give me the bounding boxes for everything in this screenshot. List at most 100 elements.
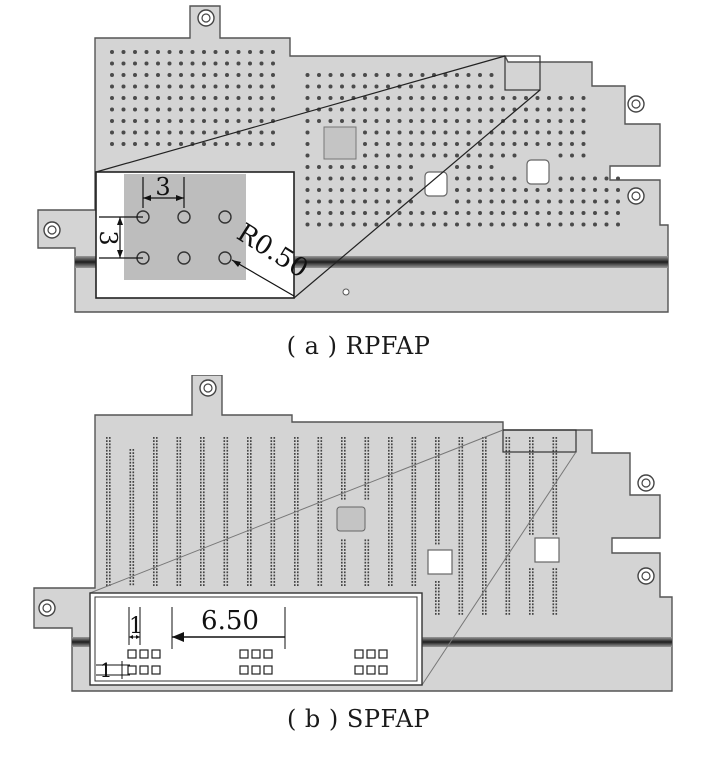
slot-perforation: [532, 590, 534, 593]
slot-perforation: [461, 462, 464, 465]
slot-perforation: [200, 568, 202, 570]
slot-perforation: [320, 558, 323, 561]
slot-perforation: [552, 533, 555, 535]
perforation-hole: [535, 142, 540, 146]
slot-perforation: [344, 584, 346, 586]
slot-perforation: [482, 609, 484, 612]
slot-perforation: [552, 600, 555, 602]
slot-perforation: [461, 587, 464, 590]
slot-perforation: [391, 437, 393, 439]
slot-perforation: [344, 475, 346, 478]
slot-perforation: [270, 552, 273, 554]
slot-perforation: [179, 475, 182, 478]
perforation-hole: [259, 50, 264, 54]
slot-perforation: [129, 564, 132, 566]
slot-perforation: [273, 533, 276, 535]
slot-perforation: [129, 577, 132, 579]
slot-perforation: [438, 510, 440, 513]
perforation-hole: [501, 188, 505, 192]
dim-label-slot-height: 1: [100, 658, 113, 682]
slot-perforation: [482, 545, 484, 548]
slot-perforation: [435, 475, 437, 478]
slot-perforation: [294, 581, 296, 583]
slot-perforation: [411, 526, 414, 529]
slot-perforation: [414, 485, 417, 487]
perforation-hole: [271, 96, 275, 100]
slot-perforation: [226, 449, 229, 452]
slot-perforation: [179, 571, 182, 574]
slot-perforation: [458, 469, 461, 471]
slot-perforation: [132, 513, 135, 515]
slot-perforation: [485, 472, 487, 474]
perforation-hole: [340, 211, 344, 215]
slot-perforation: [320, 465, 323, 468]
slot-perforation: [179, 462, 182, 465]
slot-perforation: [461, 488, 464, 490]
slot-perforation: [367, 581, 370, 583]
slot-perforation: [247, 488, 249, 490]
slot-perforation: [552, 571, 555, 574]
slot-perforation: [388, 504, 390, 506]
perforation-hole: [305, 153, 310, 158]
slot-perforation: [435, 453, 437, 455]
slot-perforation: [294, 577, 296, 580]
slot-perforation: [508, 574, 511, 577]
slot-perforation: [414, 501, 417, 503]
perforation-hole: [305, 199, 310, 204]
slot-perforation: [458, 510, 461, 513]
slot-perforation: [106, 510, 108, 513]
slot-perforation: [341, 549, 343, 551]
slot-perforation: [414, 513, 417, 516]
slot-perforation: [250, 443, 252, 446]
slot-perforation: [485, 577, 487, 580]
perforation-hole: [305, 188, 310, 192]
perforation-hole: [179, 142, 183, 146]
slot-perforation: [552, 456, 555, 458]
perforation-hole: [317, 188, 321, 192]
slot-perforation: [250, 475, 252, 478]
slot-perforation: [341, 497, 343, 500]
slot-perforation: [106, 555, 108, 558]
dim-label-pitch-y: 3: [94, 230, 122, 245]
slot-perforation: [344, 437, 346, 439]
slot-perforation: [391, 545, 393, 548]
slot-perforation: [552, 523, 555, 526]
perforation-hole: [432, 222, 436, 227]
slot-perforation: [250, 497, 252, 500]
slot-perforation: [388, 574, 390, 577]
slot-perforation: [297, 507, 299, 510]
slot-perforation: [247, 510, 249, 513]
slot-perforation: [505, 507, 508, 510]
slot-perforation: [317, 561, 320, 564]
slot-perforation: [391, 456, 393, 458]
perforation-hole: [167, 119, 172, 123]
slot-perforation: [435, 488, 437, 490]
slot-perforation: [505, 491, 508, 494]
slot-perforation: [458, 485, 461, 487]
perforation-hole: [570, 96, 574, 100]
slot-perforation: [179, 472, 182, 474]
slot-perforation: [555, 523, 558, 526]
slot-perforation: [250, 568, 252, 570]
slot-perforation: [461, 523, 464, 526]
slot-perforation: [414, 481, 417, 484]
slot-perforation: [411, 469, 414, 471]
slot-perforation: [132, 471, 135, 474]
slot-perforation: [153, 437, 155, 439]
slot-perforation: [132, 535, 135, 538]
slot-perforation: [482, 526, 484, 529]
slot-perforation: [482, 552, 484, 554]
slot-perforation: [250, 542, 252, 545]
slot-perforation: [532, 507, 534, 510]
slot-perforation: [132, 452, 135, 454]
slot-perforation: [391, 491, 393, 494]
slot-perforation: [529, 507, 531, 510]
perforation-hole: [305, 165, 310, 169]
slot-perforation: [388, 446, 390, 449]
slot-perforation: [179, 555, 182, 558]
perforation-hole: [363, 107, 367, 112]
slot-perforation: [109, 539, 111, 542]
perforation-hole: [351, 188, 356, 192]
slot-perforation: [341, 437, 343, 439]
slot-perforation: [156, 561, 158, 564]
